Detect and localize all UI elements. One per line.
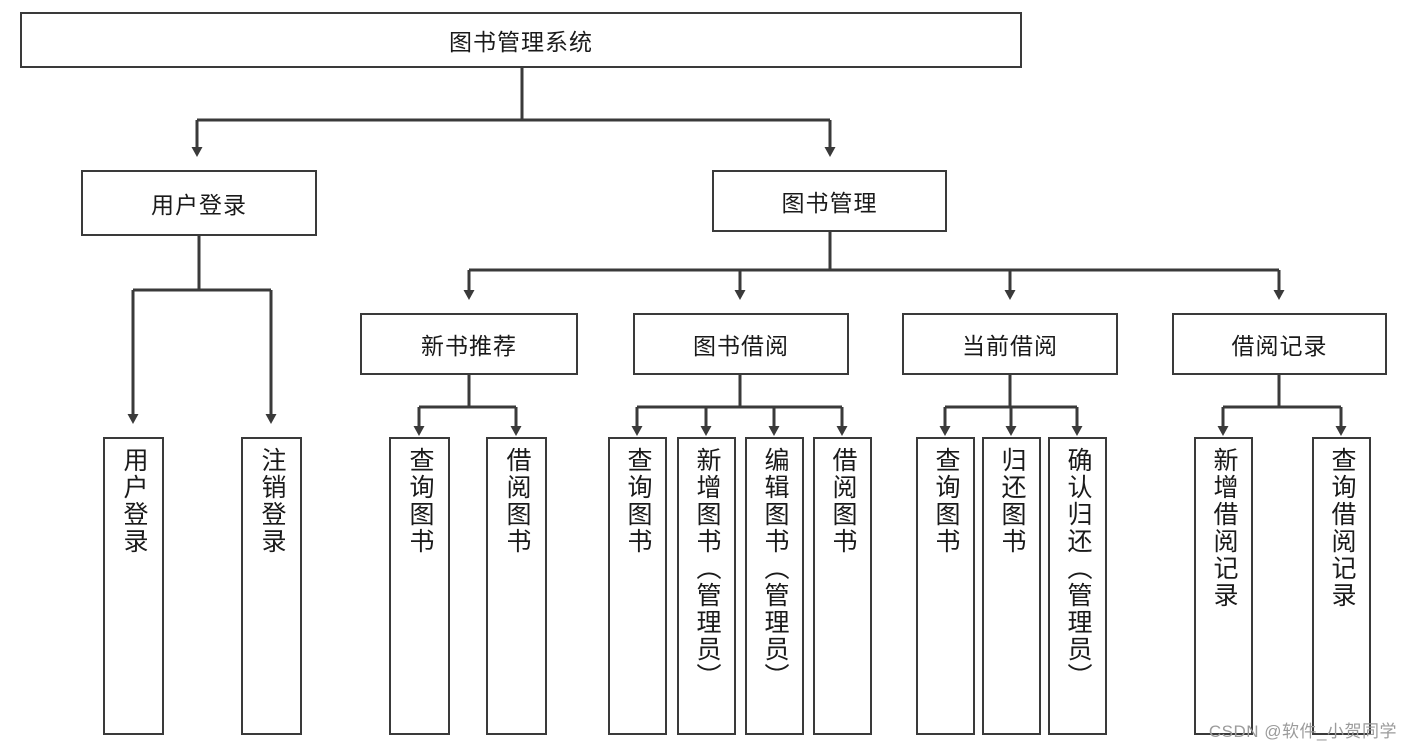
node-leaf-query-record-label: 查询借阅记录: [1328, 447, 1356, 609]
node-leaf-add-book[interactable]: 新增图书（管理员）: [677, 437, 736, 735]
node-new-book-recommend[interactable]: 新书推荐: [360, 313, 578, 375]
node-leaf-borrow-book-2[interactable]: 借阅图书: [813, 437, 872, 735]
watermark: CSDN @软件_小贺同学: [1208, 722, 1397, 741]
node-book-borrow[interactable]: 图书借阅: [633, 313, 849, 375]
node-leaf-query-book-2-label: 查询图书: [624, 447, 652, 555]
node-leaf-add-record[interactable]: 新增借阅记录: [1194, 437, 1253, 735]
node-leaf-query-book-1[interactable]: 查询图书: [389, 437, 450, 735]
node-root-label: 图书管理系统: [449, 29, 593, 55]
node-leaf-user-login-label: 用户登录: [120, 447, 148, 555]
node-leaf-borrow-book-2-label: 借阅图书: [829, 447, 857, 555]
node-leaf-query-book-2[interactable]: 查询图书: [608, 437, 667, 735]
node-leaf-edit-book-label: 编辑图书（管理员）: [761, 447, 789, 690]
node-leaf-user-login[interactable]: 用户登录: [103, 437, 164, 735]
node-leaf-borrow-book-1-label: 借阅图书: [503, 447, 531, 555]
node-leaf-logout-label: 注销登录: [258, 447, 286, 555]
node-root[interactable]: 图书管理系统: [20, 12, 1022, 68]
node-user-login[interactable]: 用户登录: [81, 170, 317, 236]
node-leaf-return-book-label: 归还图书: [998, 447, 1026, 555]
node-leaf-query-book-3-label: 查询图书: [932, 447, 960, 555]
node-leaf-confirm-return[interactable]: 确认归还（管理员）: [1048, 437, 1107, 735]
node-leaf-edit-book[interactable]: 编辑图书（管理员）: [745, 437, 804, 735]
node-current-borrow-label: 当前借阅: [962, 333, 1058, 359]
node-leaf-confirm-return-label: 确认归还（管理员）: [1064, 447, 1092, 690]
node-book-borrow-label: 图书借阅: [693, 333, 789, 359]
node-borrow-record[interactable]: 借阅记录: [1172, 313, 1387, 375]
node-leaf-query-book-1-label: 查询图书: [406, 447, 434, 555]
node-leaf-query-record[interactable]: 查询借阅记录: [1312, 437, 1371, 735]
node-leaf-add-record-label: 新增借阅记录: [1210, 447, 1238, 609]
node-book-management-label: 图书管理: [781, 190, 878, 216]
node-book-management[interactable]: 图书管理: [712, 170, 947, 232]
node-new-book-recommend-label: 新书推荐: [421, 333, 517, 359]
node-current-borrow[interactable]: 当前借阅: [902, 313, 1118, 375]
node-borrow-record-label: 借阅记录: [1231, 333, 1328, 359]
node-leaf-return-book[interactable]: 归还图书: [982, 437, 1041, 735]
node-leaf-add-book-label: 新增图书（管理员）: [693, 447, 721, 690]
node-leaf-query-book-3[interactable]: 查询图书: [916, 437, 975, 735]
node-user-login-label: 用户登录: [151, 192, 247, 218]
node-leaf-logout[interactable]: 注销登录: [241, 437, 302, 735]
node-leaf-borrow-book-1[interactable]: 借阅图书: [486, 437, 547, 735]
